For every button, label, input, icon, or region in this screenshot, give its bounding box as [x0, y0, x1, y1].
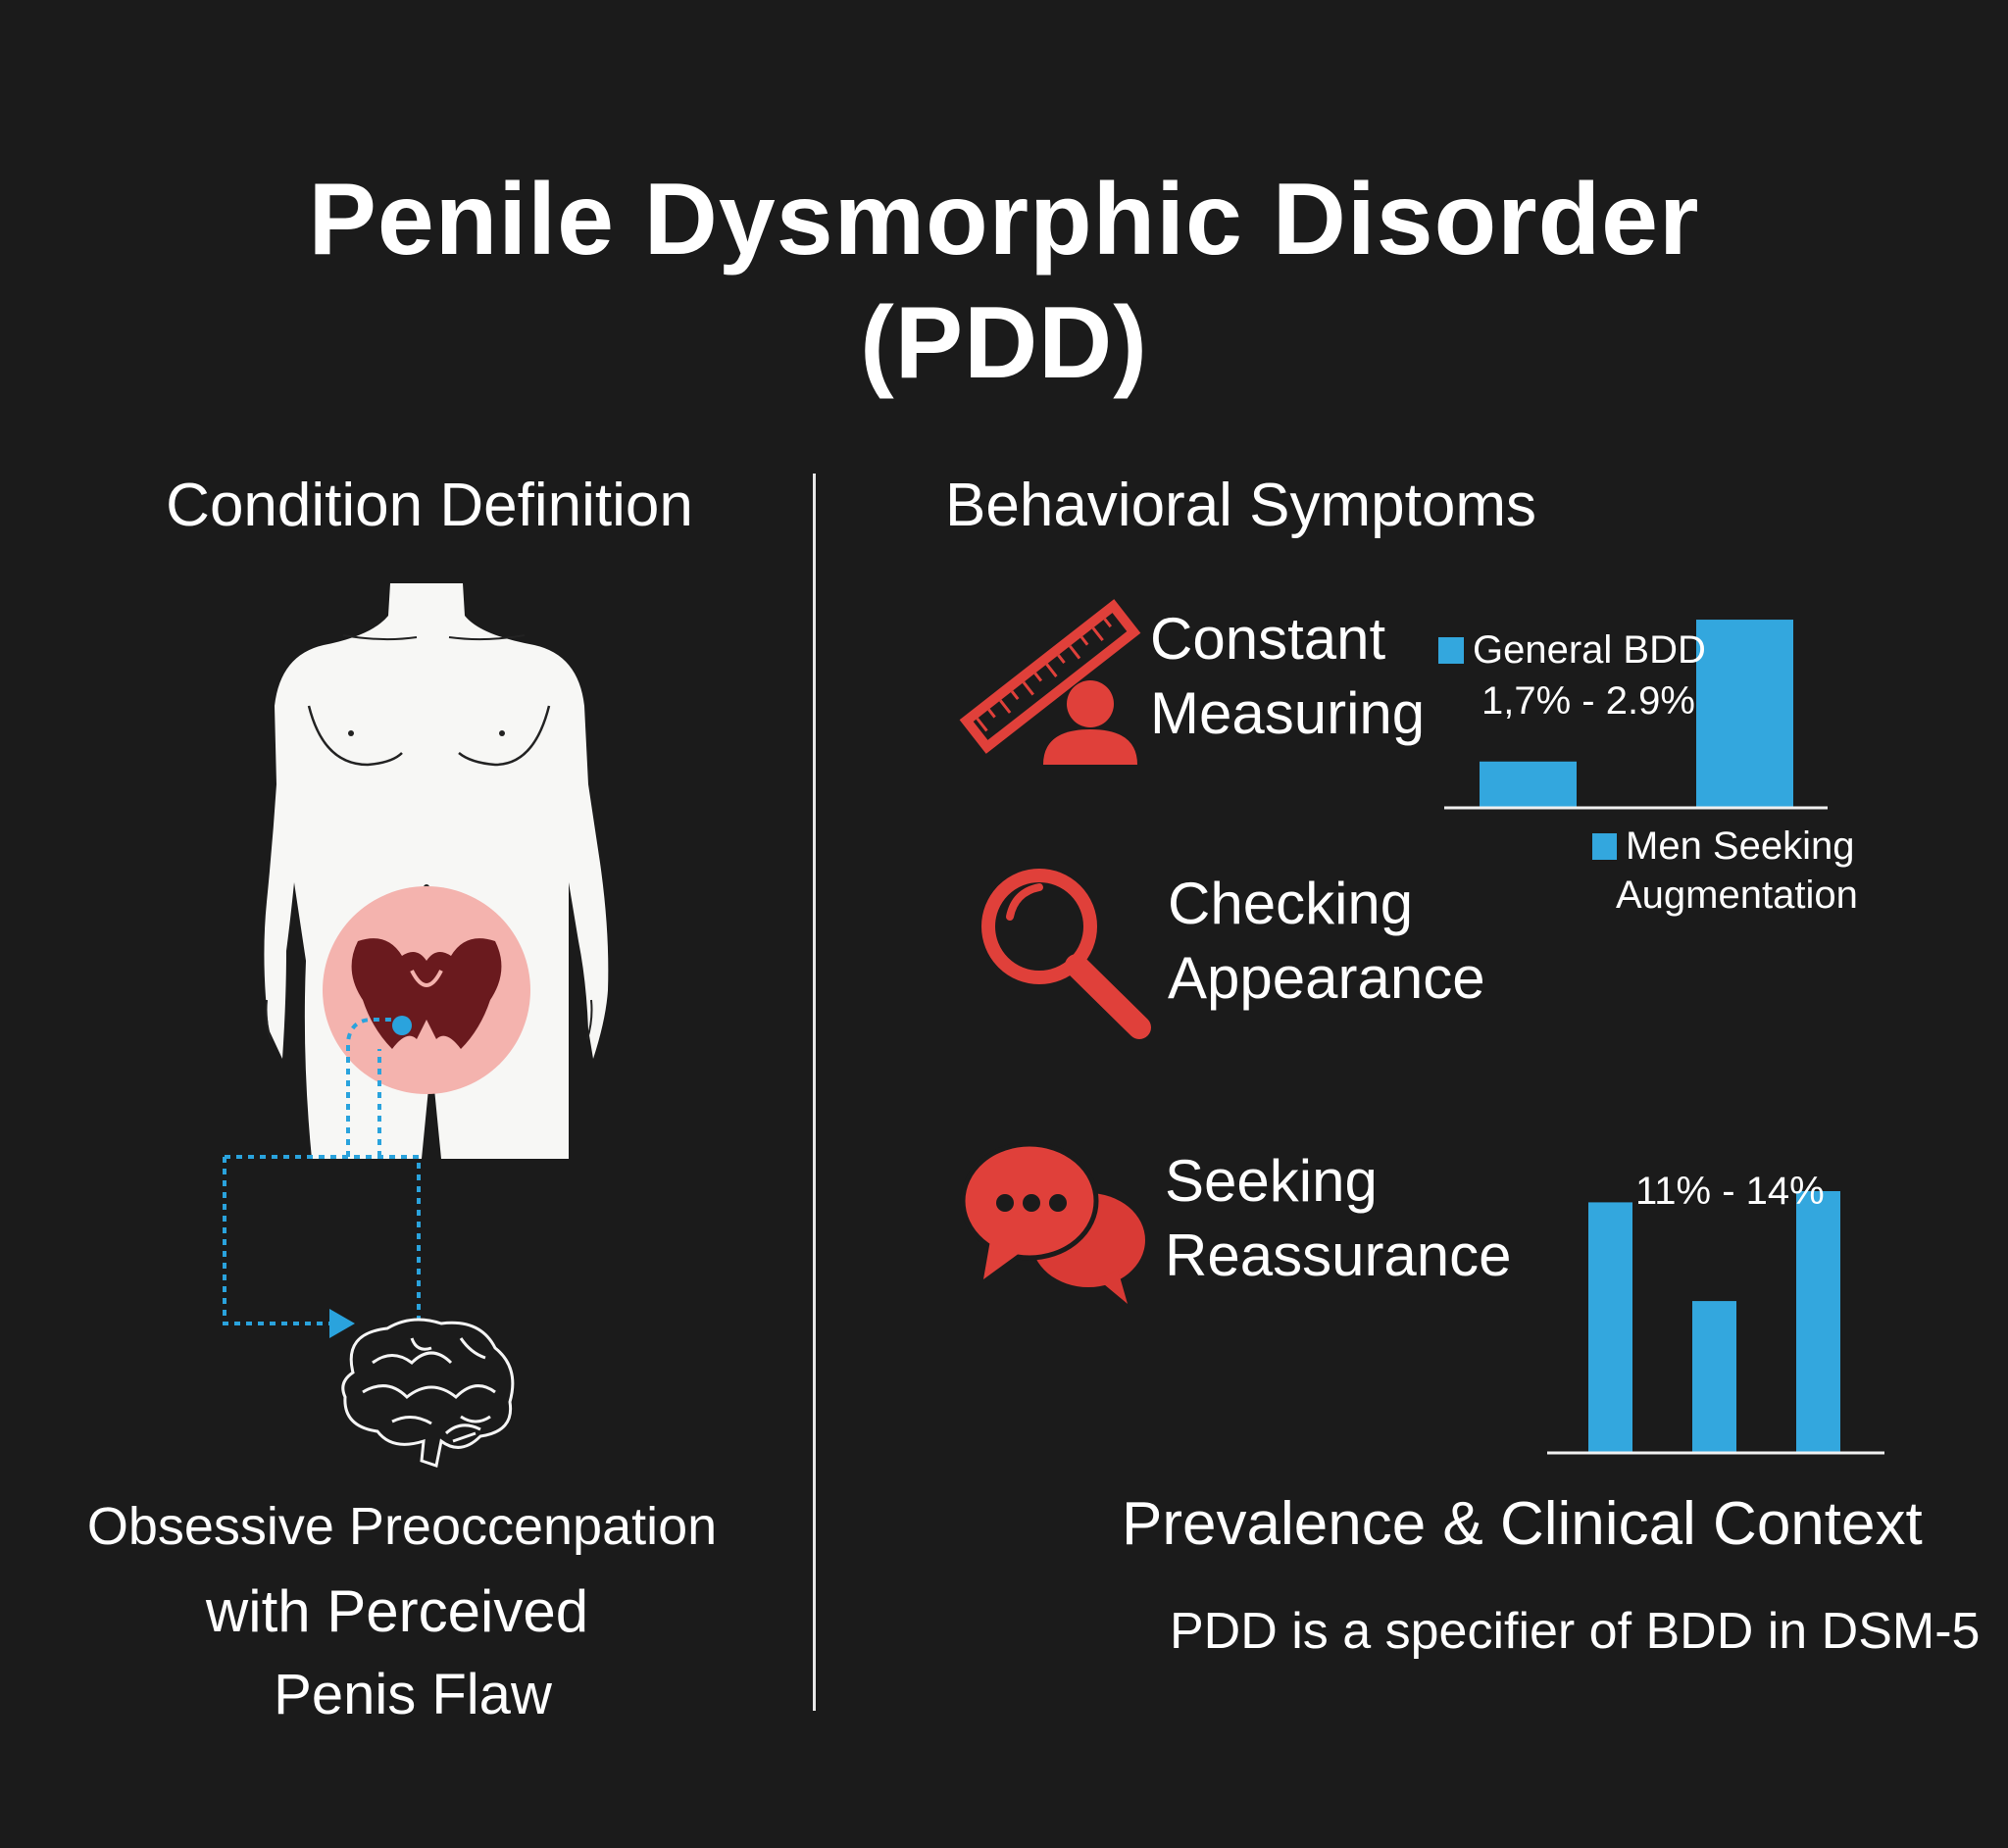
prevalence-context-text: PDD is a specifier of BDD in DSM-5 — [1170, 1603, 1981, 1660]
page-title-line1: Penile Dysmorphic Disorder — [308, 163, 1700, 276]
chart1-bar-1 — [1480, 761, 1577, 807]
symptom-1-line-2: Measuring — [1150, 680, 1426, 746]
symptom-2-line-1: Checking — [1168, 871, 1414, 936]
chart1-bar-2 — [1696, 620, 1793, 807]
caption-line-2: with Perceived — [205, 1578, 589, 1644]
prevalence-context-heading: Prevalence & Clinical Context — [1122, 1490, 1923, 1558]
legend-label-men-seeking-1: Men Seeking — [1626, 824, 1855, 868]
column-divider — [813, 474, 816, 1711]
chart2-bar-2 — [1692, 1301, 1736, 1452]
chart2-annotation: 11% - 14% — [1635, 1170, 1825, 1213]
symptom-3-line-2: Reassurance — [1165, 1223, 1512, 1288]
chart2-bar-3 — [1796, 1191, 1840, 1452]
behavioral-symptoms-heading: Behavioral Symptoms — [945, 472, 1537, 539]
symptom-1-line-1: Constant — [1150, 606, 1386, 672]
symptom-2-line-2: Appearance — [1168, 945, 1485, 1011]
legend-value-general-bdd: 1,7% - 2.9% — [1481, 679, 1695, 723]
caption-line-1: Obsessive Preoccenpation — [86, 1497, 718, 1556]
chart2-bar-1 — [1588, 1202, 1632, 1452]
condition-definition-heading: Condition Definition — [166, 472, 693, 539]
symptom-3-line-1: Seeking — [1165, 1148, 1378, 1214]
legend-swatch-general-bdd — [1438, 637, 1464, 664]
legend-label-men-seeking-2: Augmentation — [1616, 874, 1858, 917]
legend-label-general-bdd: General BDD — [1473, 628, 1706, 672]
legend-swatch-men-seeking — [1592, 833, 1617, 860]
page-title-line2: (PDD) — [860, 286, 1148, 400]
caption-line-3: Penis Flaw — [274, 1663, 552, 1726]
